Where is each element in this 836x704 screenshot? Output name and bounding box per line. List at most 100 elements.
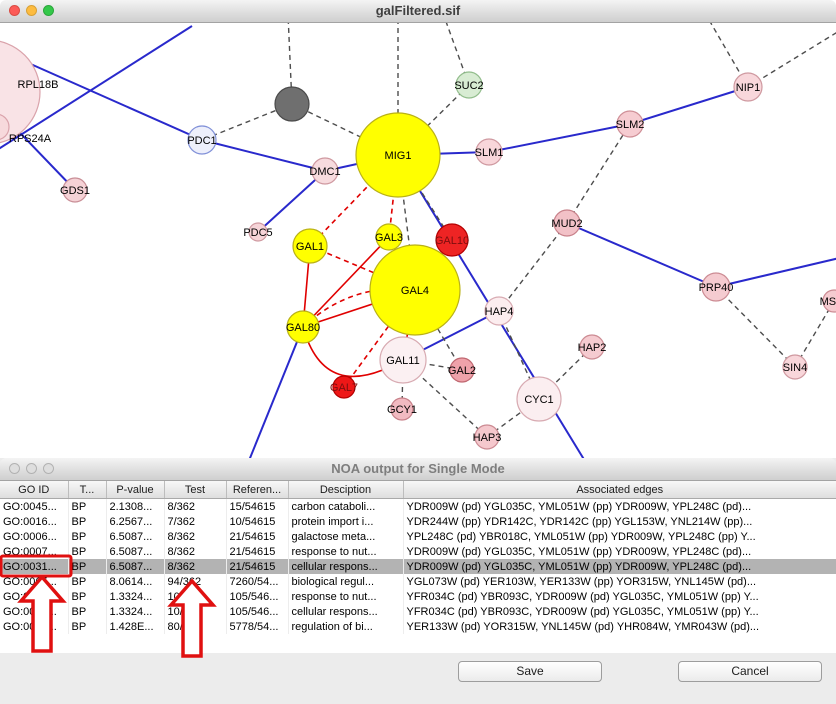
- edge-HAP4-CYC1[interactable]: [498, 310, 540, 400]
- node-GAL7[interactable]: GAL7: [330, 375, 358, 399]
- node-CYC1[interactable]: CYC1: [516, 376, 562, 422]
- cell-p-value: 6.5087...: [106, 544, 165, 559]
- node-GCY1[interactable]: GCY1: [387, 397, 417, 421]
- cell-associated-edges: YER133W (pd) YOR315W, YNL145W (pd) YHR08…: [406, 620, 760, 633]
- column-header-test[interactable]: Test: [164, 481, 227, 499]
- cell-p-value: 1.428E...: [106, 619, 165, 634]
- node-label-PDC5: PDC5: [243, 227, 272, 239]
- node-label-HAP2: HAP2: [578, 342, 607, 354]
- edge-offscreen-offscreen[interactable]: [0, 25, 193, 162]
- node-label-RPL18B: RPL18B: [18, 79, 59, 91]
- edge-gray-node-MIG1[interactable]: [291, 103, 399, 156]
- edge-SLM1-SLM2[interactable]: [488, 123, 631, 153]
- node-PDC5[interactable]: PDC5: [243, 222, 273, 242]
- node-RPS24A[interactable]: RPS24A: [0, 114, 52, 145]
- cell-test: 8/362: [164, 544, 227, 559]
- node-label-PRP40: PRP40: [699, 282, 734, 294]
- node-RPL18B[interactable]: RPL18B: [0, 40, 58, 144]
- cell-associated-edges: YFR034C (pd) YBR093C, YDR009W (pd) YGL03…: [406, 590, 759, 603]
- edge-MUD2-HAP4[interactable]: [498, 222, 568, 312]
- zoom-button[interactable]: [43, 463, 54, 474]
- node-HAP3[interactable]: HAP3: [473, 424, 502, 450]
- node-SLM2[interactable]: SLM2: [616, 110, 645, 138]
- column-header-associated-edges[interactable]: Associated edges: [403, 481, 836, 499]
- node-GAL80[interactable]: GAL80: [286, 310, 320, 344]
- edge-MUD2-SLM2[interactable]: [566, 123, 631, 224]
- edge-SUC2-offscreen[interactable]: [436, 23, 470, 86]
- node-PRP40[interactable]: PRP40: [699, 272, 734, 302]
- noa-window-titlebar[interactable]: NOA output for Single Mode: [0, 458, 836, 481]
- node-GAL3[interactable]: GAL3: [375, 223, 403, 251]
- edge-SIN4-MSL1[interactable]: [794, 300, 835, 368]
- node-GAL10[interactable]: GAL10: [435, 223, 469, 257]
- node-HAP4[interactable]: HAP4: [484, 296, 514, 326]
- edge-GAL80-GAL3[interactable]: [302, 236, 390, 328]
- graph-window-title: galFiltered.sif: [375, 3, 461, 18]
- minimize-button[interactable]: [26, 463, 37, 474]
- edge-PRP40-offscreen[interactable]: [715, 256, 836, 288]
- node-HAP2[interactable]: HAP2: [578, 334, 607, 360]
- edge-NIP1-offscreen[interactable]: [747, 28, 836, 88]
- node-GAL2[interactable]: GAL2: [448, 357, 476, 383]
- node-SUC2[interactable]: SUC2: [454, 71, 484, 99]
- edge-GAL80-offscreen[interactable]: [246, 326, 304, 458]
- edge-PRP40-SIN4[interactable]: [715, 286, 796, 368]
- column-header-type[interactable]: T...: [68, 481, 107, 499]
- cell-reference: 15/54615: [226, 498, 289, 514]
- node-SIN4[interactable]: SIN4: [782, 354, 808, 380]
- node-GAL4[interactable]: GAL4: [369, 244, 461, 336]
- close-button[interactable]: [9, 463, 20, 474]
- column-header-description[interactable]: Desciption: [288, 481, 404, 499]
- node-GAL1[interactable]: GAL1: [292, 228, 328, 264]
- node-SLM1[interactable]: SLM1: [475, 138, 504, 166]
- edge-MIG1-GAL10[interactable]: [397, 154, 453, 241]
- node-GDS1[interactable]: GDS1: [60, 177, 90, 203]
- edge-gray-node-PDC1[interactable]: [201, 103, 293, 141]
- graph-window-titlebar[interactable]: galFiltered.sif: [0, 0, 836, 23]
- cell-associated-edges: YDR009W (pd) YGL035C, YML051W (pp) YDR00…: [406, 500, 752, 513]
- node-label-MUD2: MUD2: [551, 218, 582, 230]
- edge-SLM2-NIP1[interactable]: [629, 86, 749, 125]
- column-header-p-value[interactable]: P-value: [106, 481, 165, 499]
- node-MSL1[interactable]: MSL1: [820, 289, 836, 313]
- node-GAL11[interactable]: GAL11: [379, 336, 427, 384]
- edge-offscreen-gray-node[interactable]: [287, 23, 293, 105]
- close-button[interactable]: [9, 5, 20, 16]
- edge-GAL4-GAL2[interactable]: [414, 289, 463, 371]
- node-MUD2[interactable]: MUD2: [551, 209, 583, 237]
- cell-p-value: 6.2567...: [106, 514, 165, 529]
- cell-go-id: GO:0019...: [0, 619, 69, 634]
- zoom-button[interactable]: [43, 5, 54, 16]
- node-label-SLM2: SLM2: [616, 119, 645, 131]
- save-button[interactable]: Save: [458, 661, 602, 682]
- cell-associated-edges: YDR009W (pd) YGL035C, YML051W (pp) YDR00…: [403, 559, 836, 574]
- node-DMC1[interactable]: DMC1: [309, 157, 341, 185]
- minimize-button[interactable]: [26, 5, 37, 16]
- edge-DMC1-PDC5[interactable]: [257, 170, 326, 233]
- cancel-button[interactable]: Cancel: [678, 661, 822, 682]
- edge-MUD2-PRP40[interactable]: [566, 222, 717, 288]
- node-MIG1[interactable]: MIG1: [355, 112, 441, 198]
- cell-go-id: GO:0006...: [0, 589, 69, 604]
- node-gray-node[interactable]: [274, 86, 310, 122]
- node-NIP1[interactable]: NIP1: [733, 72, 763, 102]
- node-label-HAP4: HAP4: [485, 306, 514, 318]
- cell-associated-edges: YDR009W (pd) YGL035C, YML051W (pp) YDR00…: [406, 545, 752, 558]
- node-PDC1[interactable]: PDC1: [187, 125, 217, 155]
- edge-PDC1-DMC1[interactable]: [201, 139, 326, 172]
- column-header-go-id[interactable]: GO ID: [0, 481, 69, 499]
- column-header-reference[interactable]: Referen...: [226, 481, 289, 499]
- cell-associated-edges: YGL073W (pd) YER103W, YER133W (pp) YOR31…: [406, 575, 757, 588]
- node-label-SUC2: SUC2: [454, 80, 483, 92]
